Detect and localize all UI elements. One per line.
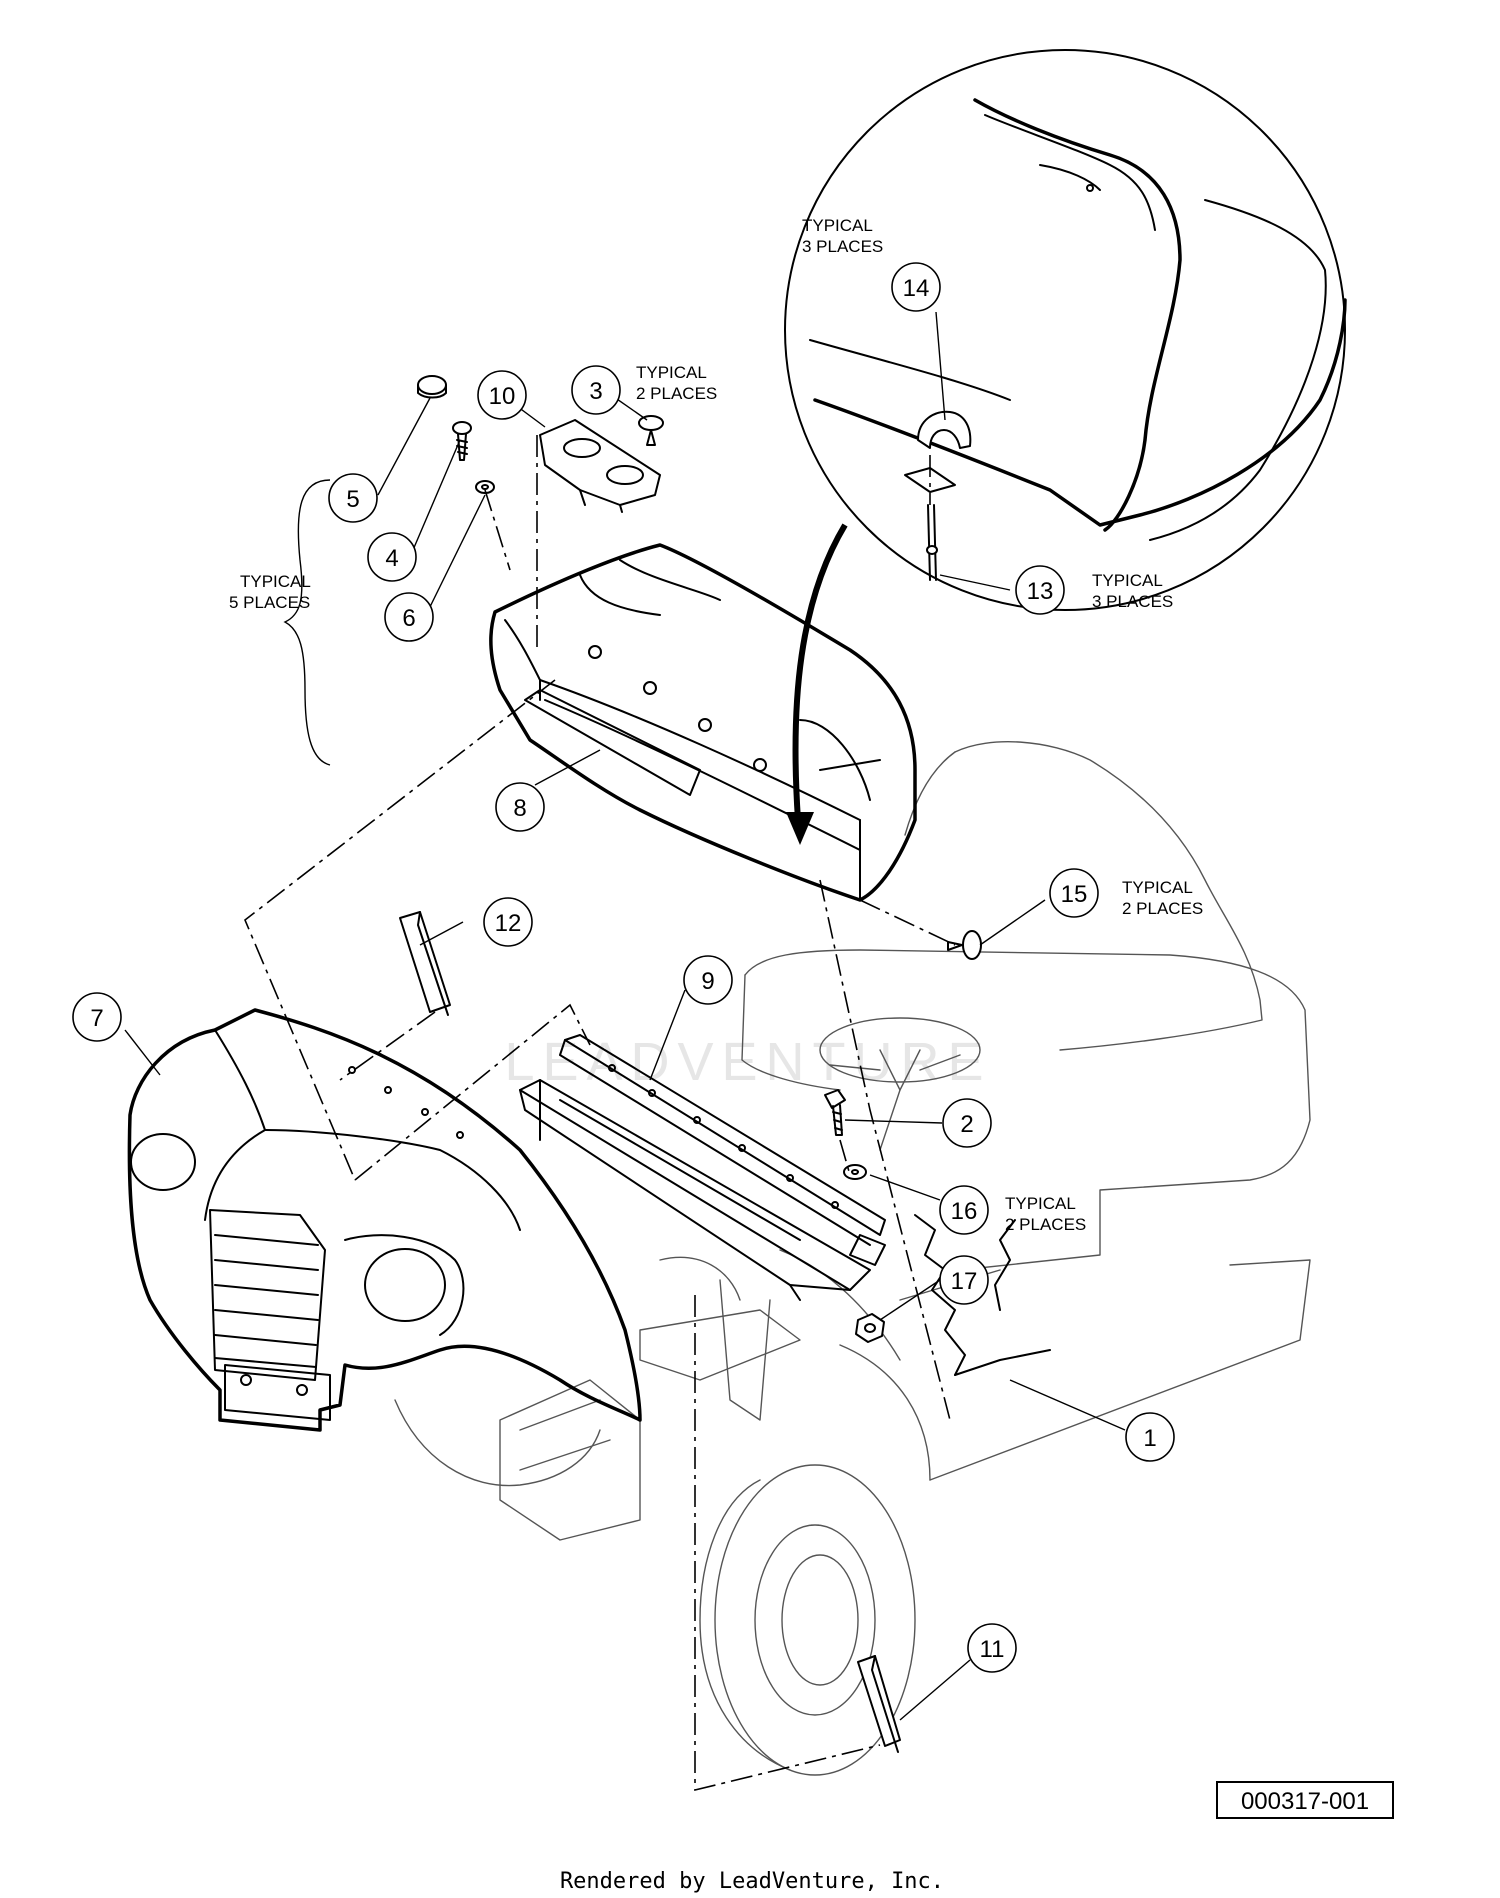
- note-typical-2-places-16: TYPICAL 2 PLACES: [1005, 1194, 1086, 1234]
- part-12-trim-strip: [399, 911, 451, 1016]
- callout-15-label: 15: [1061, 881, 1088, 908]
- part-7-front-cowl: [127, 1008, 642, 1432]
- assembly-lines: [244, 435, 956, 1792]
- part-6-washer: [475, 480, 495, 494]
- detail-view: [784, 49, 1347, 611]
- note-line2: 3 PLACES: [802, 237, 883, 256]
- note-line2: 2 PLACES: [1005, 1215, 1086, 1234]
- callout-6-label: 6: [402, 605, 415, 632]
- footer-credit: Rendered by LeadVenture, Inc.: [560, 1869, 944, 1894]
- note-line1: TYPICAL: [1122, 878, 1193, 897]
- callout-5: 5: [328, 473, 378, 523]
- note-line1: TYPICAL: [636, 363, 707, 382]
- note-line2: 3 PLACES: [1092, 592, 1173, 611]
- callout-2: 2: [942, 1098, 992, 1148]
- callout-10: 10: [477, 370, 527, 420]
- document-id-box: [1216, 1781, 1394, 1819]
- callout-3-label: 3: [589, 378, 602, 405]
- leader-lines: [124, 311, 1126, 1721]
- part-11-trim-strip: [857, 1655, 901, 1753]
- callout-4: 4: [367, 532, 417, 582]
- callout-1-label: 1: [1143, 1425, 1156, 1452]
- part-17-nut: [855, 1313, 885, 1343]
- note-line2: 2 PLACES: [636, 384, 717, 403]
- callout-11-label: 11: [980, 1636, 1005, 1663]
- part-8-dash-panel: [489, 543, 917, 902]
- part-2-bolt: [824, 1089, 846, 1136]
- callout-7: 7: [72, 992, 122, 1042]
- part-1-frame-channel: [519, 1079, 1051, 1376]
- callout-7-label: 7: [90, 1005, 103, 1032]
- callout-14: 14: [891, 262, 941, 312]
- watermark: LEADVENTURE: [504, 1032, 991, 1092]
- callout-12: 12: [483, 897, 533, 947]
- part-10-cup-holder: [539, 419, 661, 513]
- note-typical-2-places-3: TYPICAL 2 PLACES: [636, 363, 717, 403]
- callout-17-label: 17: [951, 1268, 978, 1295]
- callout-2-label: 2: [960, 1111, 973, 1138]
- callout-1: 1: [1125, 1412, 1175, 1462]
- callout-5-label: 5: [346, 486, 359, 513]
- part-4-screw: [452, 421, 472, 461]
- watermark-text: LEADVENTURE: [504, 1032, 991, 1092]
- part-9-bracket: [559, 1034, 886, 1266]
- callout-4-label: 4: [385, 545, 398, 572]
- note-line2: 2 PLACES: [1122, 899, 1203, 918]
- note-line1: TYPICAL: [1092, 571, 1163, 590]
- part-3-push-rivet: [638, 415, 664, 446]
- callout-13-label: 13: [1027, 578, 1054, 605]
- callout-8-label: 8: [513, 795, 526, 822]
- callout-11: 11: [967, 1623, 1017, 1673]
- note-typical-3-places-14: TYPICAL 3 PLACES: [802, 216, 883, 256]
- callout-17: 17: [939, 1255, 989, 1305]
- document-id-text: 000317-001: [1241, 1788, 1369, 1815]
- part-15-push-rivet: [947, 930, 982, 960]
- part-16-washer: [843, 1164, 867, 1180]
- callout-6: 6: [384, 592, 434, 642]
- note-typical-5-places: TYPICAL 5 PLACES: [229, 572, 311, 612]
- callout-16: 16: [939, 1185, 989, 1235]
- callout-3: 3: [571, 365, 621, 415]
- part-5-cap: [417, 375, 447, 399]
- note-typical-2-places-15: TYPICAL 2 PLACES: [1122, 878, 1203, 918]
- callout-8: 8: [495, 782, 545, 832]
- note-typical-3-places-13: TYPICAL 3 PLACES: [1092, 571, 1173, 611]
- detail-arrow: [786, 523, 848, 845]
- callout-12-label: 12: [495, 910, 522, 937]
- callout-9: 9: [683, 955, 733, 1005]
- note-line1: TYPICAL: [802, 216, 873, 235]
- callout-15: 15: [1049, 868, 1099, 918]
- callout-16-label: 16: [951, 1198, 978, 1225]
- note-line1: TYPICAL: [1005, 1194, 1076, 1213]
- note-line1: TYPICAL: [240, 572, 311, 591]
- callout-14-label: 14: [903, 275, 930, 302]
- document-id: 000317-001: [1216, 1781, 1394, 1819]
- callout-10-label: 10: [489, 383, 516, 410]
- callout-13: 13: [1015, 565, 1065, 615]
- note-line2: 5 PLACES: [229, 593, 310, 612]
- callout-9-label: 9: [701, 968, 714, 995]
